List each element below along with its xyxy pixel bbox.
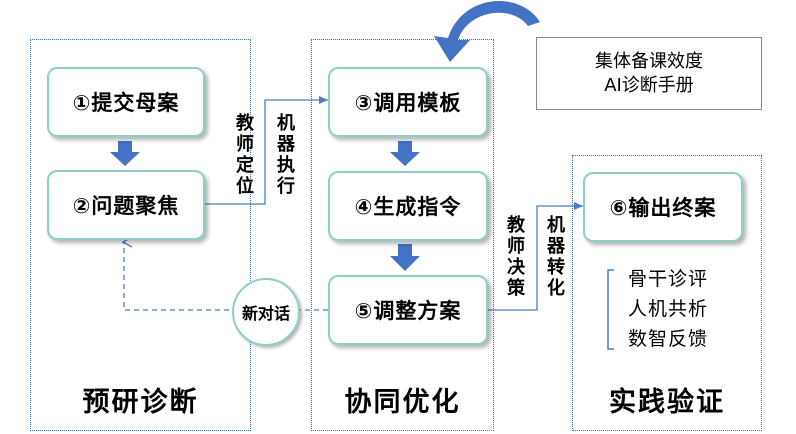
step-4-box: ④生成指令 (328, 171, 488, 241)
step-2-box: ②问题聚焦 (47, 170, 205, 240)
practice-item-3: 数智反馈 (628, 328, 709, 350)
label-teacher-position: 教师定位 (236, 113, 254, 197)
arrow-down-step4-step5 (390, 244, 420, 271)
stage-panel-diagnosis (30, 39, 251, 431)
step-4-label: ④生成指令 (354, 195, 462, 219)
stage-title-verification: 实践验证 (609, 387, 725, 418)
step-3-box: ③调用模板 (328, 67, 488, 137)
practice-list: 骨干诊评 人机共析 数智反馈 (628, 264, 708, 354)
step-1-box: ①提交母案 (47, 67, 205, 137)
practice-item-2: 人机共析 (628, 298, 709, 320)
manual-line-2: AI诊断手册 (604, 74, 694, 96)
stage-title-optimization: 协同优化 (344, 387, 461, 418)
new-dialogue-circle: 新对话 (232, 278, 300, 346)
step-2-label: ②问题聚焦 (72, 194, 180, 218)
step-5-label: ⑤调整方案 (354, 299, 462, 323)
arrow-down-step1-step2 (110, 141, 140, 166)
label-machine-execute: 机器执行 (277, 113, 295, 197)
new-dialogue-label: 新对话 (241, 304, 290, 323)
arrow-down-step3-step4 (390, 141, 420, 166)
step-1-label: ①提交母案 (72, 91, 180, 115)
step-3-label: ③调用模板 (354, 91, 462, 115)
step-6-box: ⑥输出终案 (583, 172, 743, 242)
curved-arrow-manual-to-step3 (434, 1, 540, 63)
connector-step2-to-step3 (205, 96, 328, 205)
stage-title-diagnosis: 预研诊断 (82, 387, 199, 418)
label-teacher-decision: 教师决策 (507, 215, 525, 299)
stage-panel-verification (572, 155, 762, 431)
step-6-label: ⑥输出终案 (609, 196, 717, 220)
practice-item-1: 骨干诊评 (628, 268, 709, 290)
manual-box: 集体备课效度 AI诊断手册 (536, 37, 762, 110)
manual-line-1: 集体备课效度 (595, 50, 703, 72)
connector-step5-to-step6 (488, 202, 583, 311)
step-5-box: ⑤调整方案 (328, 275, 488, 345)
label-machine-transform: 机器转化 (547, 215, 565, 299)
stage-panel-optimization (311, 39, 494, 431)
